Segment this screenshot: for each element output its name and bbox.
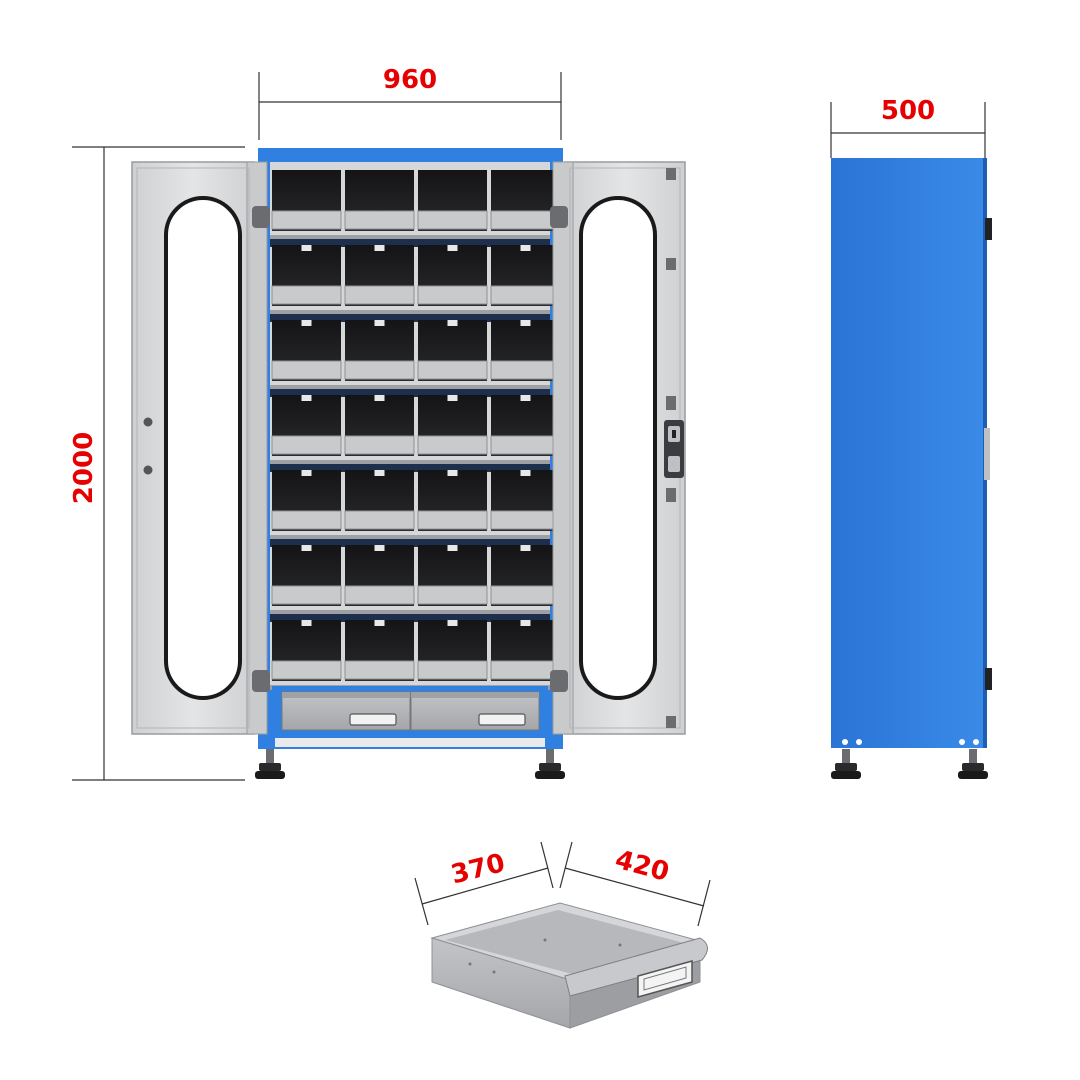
bin-label <box>301 245 312 251</box>
leveling-foot-icon <box>831 749 861 779</box>
louver-rail <box>270 239 550 247</box>
bin-front <box>271 660 342 680</box>
leveling-foot-icon <box>958 749 988 779</box>
bin-label <box>374 245 385 251</box>
drawer-width-label: 370 <box>448 848 508 890</box>
bin-front <box>417 585 488 605</box>
louver-rail <box>270 389 550 397</box>
bottom-drawers <box>272 686 548 734</box>
louver-rail <box>270 539 550 547</box>
bin-front <box>417 360 488 380</box>
leveling-foot-icon <box>255 749 285 779</box>
lock-icon <box>664 420 684 478</box>
bin-front <box>271 435 342 455</box>
shelf <box>270 535 550 540</box>
bin-label <box>447 320 458 326</box>
bin-label <box>301 320 312 326</box>
bin-front <box>417 210 488 230</box>
right-door <box>550 161 686 735</box>
louver-rail <box>270 464 550 472</box>
height-dimension: 2000 <box>69 146 245 781</box>
bin-front <box>344 585 415 605</box>
shelf <box>270 235 550 240</box>
bin-front <box>417 435 488 455</box>
bin-front <box>344 435 415 455</box>
bin-front <box>490 660 561 680</box>
bin-label <box>374 320 385 326</box>
bin-label <box>301 395 312 401</box>
bins-grid <box>270 170 561 690</box>
width-label: 960 <box>383 65 437 95</box>
bin-front <box>344 660 415 680</box>
bin-label <box>301 545 312 551</box>
front-view: 960 2000 <box>69 65 686 781</box>
hinge-icon <box>252 206 270 228</box>
bin-label <box>374 470 385 476</box>
bin-front <box>490 585 561 605</box>
bin-label <box>374 395 385 401</box>
depth-dimension: 500 <box>830 96 986 158</box>
shelf <box>270 460 550 465</box>
hinge-icon <box>252 670 270 692</box>
height-label: 2000 <box>69 432 99 504</box>
bin-front <box>417 285 488 305</box>
bin-front <box>271 510 342 530</box>
bin-front <box>490 360 561 380</box>
bin-label <box>374 620 385 626</box>
hinge-icon <box>550 670 568 692</box>
bin-front <box>344 360 415 380</box>
bin-label <box>447 545 458 551</box>
bin-label <box>447 470 458 476</box>
louver-rail <box>270 614 550 622</box>
bin-front <box>417 660 488 680</box>
bin-label <box>520 395 531 401</box>
bin-label <box>447 395 458 401</box>
bin-front <box>271 585 342 605</box>
louver-rail <box>270 314 550 322</box>
bin-label <box>520 545 531 551</box>
bin-front <box>344 510 415 530</box>
handle-icon <box>478 713 526 726</box>
bin-front <box>417 510 488 530</box>
handle-icon <box>637 960 693 998</box>
depth-label: 500 <box>881 96 935 126</box>
handle-icon <box>349 713 397 726</box>
shelf <box>270 385 550 390</box>
bin-label <box>301 620 312 626</box>
bin-front <box>344 210 415 230</box>
side-view: 500 <box>830 96 992 779</box>
width-dimension: 960 <box>258 65 562 140</box>
bin-label <box>447 245 458 251</box>
bin-label <box>374 545 385 551</box>
hinge-icon <box>550 206 568 228</box>
drawer-detail: 370 420 <box>414 841 711 1029</box>
bin-label <box>520 470 531 476</box>
shelf <box>270 310 550 315</box>
bin-label <box>447 620 458 626</box>
drawer-depth-label: 420 <box>612 845 672 888</box>
bin-front <box>490 210 561 230</box>
bin-front <box>271 285 342 305</box>
bin-front <box>490 435 561 455</box>
shelf <box>270 610 550 615</box>
bin-front <box>490 285 561 305</box>
left-door <box>131 161 270 735</box>
bin-label <box>301 470 312 476</box>
bin-front <box>490 510 561 530</box>
bin-front <box>271 210 342 230</box>
leveling-foot-icon <box>535 749 565 779</box>
bin-label <box>520 620 531 626</box>
bin-front <box>344 285 415 305</box>
bin-front <box>271 360 342 380</box>
bin-label <box>520 320 531 326</box>
bin-label <box>520 245 531 251</box>
